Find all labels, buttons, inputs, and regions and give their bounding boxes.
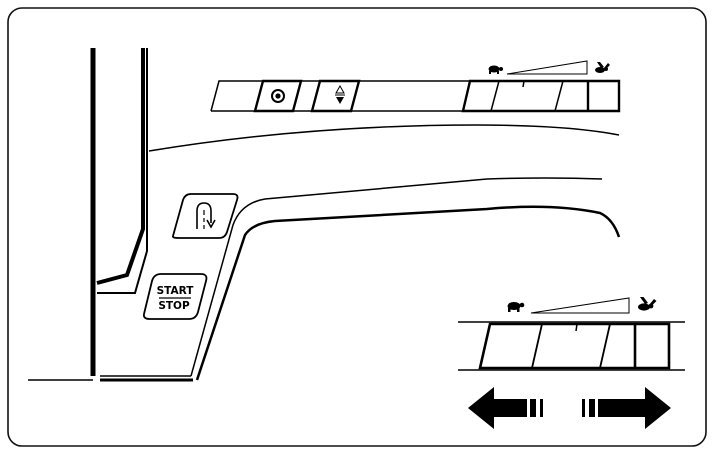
needle-stop-position-icon-dot — [275, 93, 281, 99]
rabbit-icon — [595, 62, 610, 73]
needle-position-button[interactable] — [253, 79, 303, 113]
speed-ramp — [506, 60, 588, 75]
turtle-icon — [488, 65, 503, 74]
right-arrow-icon — [582, 387, 671, 429]
stop-label: STOP — [158, 300, 190, 312]
machine-body-outline — [28, 48, 621, 382]
reverse-button[interactable] — [172, 193, 239, 239]
detail-turtle-icon — [507, 302, 525, 312]
needle-up-down-button[interactable] — [310, 79, 361, 113]
speed-slider-detail — [458, 321, 685, 371]
speed-slider[interactable] — [461, 79, 621, 113]
start-stop-button[interactable]: START STOP — [142, 273, 208, 320]
reverse-stitch-icon — [196, 202, 216, 229]
needle-up-down-icon — [335, 84, 345, 104]
detail-rabbit-icon — [638, 297, 657, 311]
diagram-frame — [7, 7, 707, 447]
needle-stop-position-icon — [271, 89, 285, 103]
detail-speed-ramp — [530, 297, 630, 314]
machine-diagram: START STOP — [7, 7, 707, 447]
left-arrow-icon — [468, 387, 543, 429]
start-label: START — [157, 285, 195, 297]
